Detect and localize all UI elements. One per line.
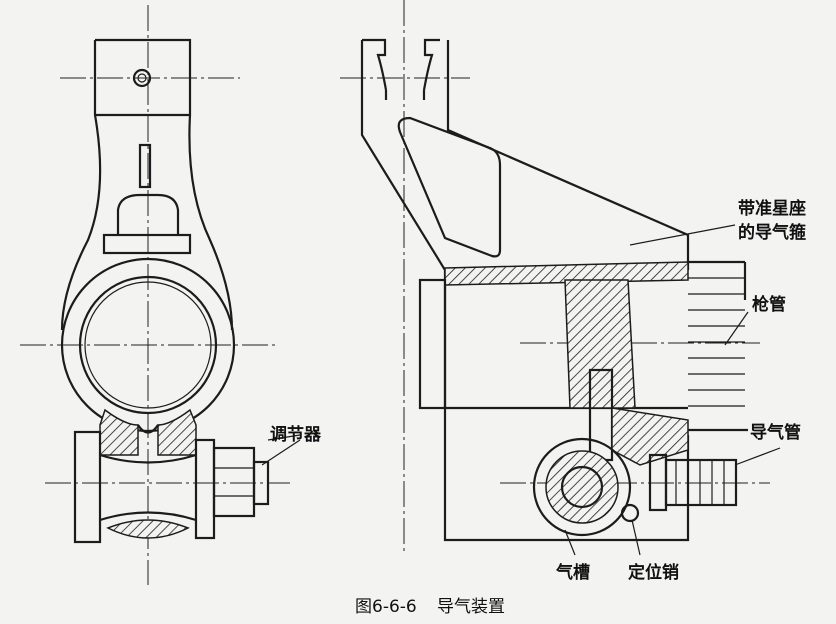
label-regulator: 调节器 — [270, 424, 322, 445]
label-sight-base-line2: 的导气箍 — [738, 222, 806, 243]
front-view — [20, 5, 301, 585]
label-sight-base-line1: 带准星座 — [738, 198, 806, 219]
label-barrel: 枪管 — [752, 294, 786, 315]
label-locating-pin: 定位销 — [628, 562, 679, 583]
label-gas-groove: 气槽 — [555, 562, 590, 583]
figure-number: 图6-6-6 — [355, 597, 417, 617]
label-gas-tube: 导气管 — [750, 422, 801, 443]
leader-lines — [261, 224, 781, 556]
side-section-view — [340, 0, 770, 555]
figure-title: 导气装置 — [437, 597, 505, 617]
